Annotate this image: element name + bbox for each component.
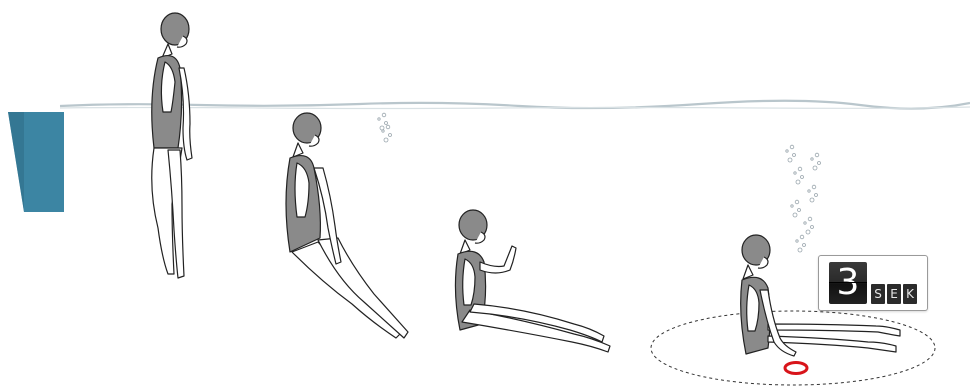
- timer-unit-letter: K: [903, 284, 917, 304]
- swimmer-figure-icon: [455, 210, 610, 352]
- air-bubbles-icon: [382, 125, 392, 142]
- swimmer-figure-icon: [286, 113, 408, 338]
- timer-unit-label: S E K: [871, 284, 917, 304]
- dive-ring-icon: [785, 363, 807, 374]
- air-bubbles-icon: [786, 145, 821, 252]
- timer-digit: 3: [829, 262, 867, 304]
- water-surface-icon: [60, 101, 970, 109]
- timer-unit-letter: E: [887, 284, 901, 304]
- timer-unit-letter: S: [871, 284, 885, 304]
- swimmer-figure-icon: [152, 13, 192, 278]
- pool-wall-icon: [8, 112, 64, 212]
- countdown-timer: 3 S E K: [818, 255, 928, 311]
